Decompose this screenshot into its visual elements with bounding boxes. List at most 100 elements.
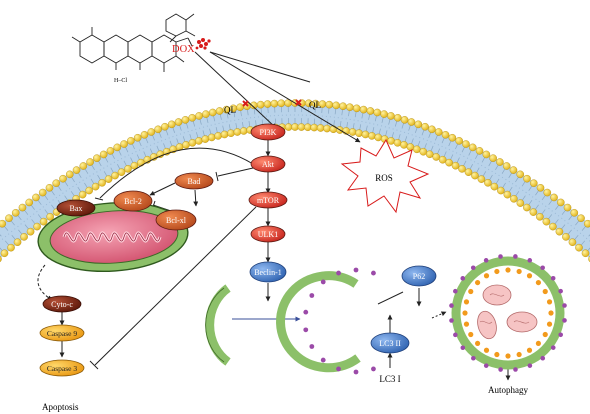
- lc3-dot: [336, 270, 341, 276]
- lipid-head: [120, 140, 128, 148]
- autophagy-label: Autophagy: [488, 385, 528, 395]
- lipid-head: [86, 158, 94, 166]
- lipid-head: [352, 104, 361, 113]
- lc3-dot: [550, 345, 556, 350]
- lipid-head: [529, 179, 538, 188]
- lipid-head: [270, 99, 279, 108]
- pi3k-node: PI3K: [250, 123, 286, 141]
- lipid-head: [510, 194, 518, 203]
- svg-text:ULK1: ULK1: [258, 230, 278, 239]
- lipid-head: [562, 233, 570, 241]
- lipid-head: [348, 128, 357, 136]
- lipid-head: [117, 168, 126, 176]
- svg-text:P62: P62: [413, 272, 425, 281]
- lipid-head: [359, 105, 368, 114]
- lc3-dot: [562, 318, 567, 323]
- svg-text:Akt: Akt: [262, 160, 275, 169]
- lipid-head: [215, 107, 224, 115]
- lipid-head: [154, 125, 162, 134]
- lipid-head: [325, 100, 334, 109]
- lysosome-dot: [505, 353, 511, 359]
- lc3-dot: [309, 344, 315, 349]
- lipid-head: [104, 175, 113, 183]
- lipid-head: [26, 227, 35, 236]
- lipid-head: [329, 125, 338, 134]
- lc3-dot: [353, 267, 359, 273]
- lc3-dot: [550, 275, 556, 281]
- lipid-head: [393, 139, 402, 147]
- lc3-dot: [562, 303, 567, 308]
- lipid-head: [227, 129, 235, 137]
- p62-link-line: [377, 291, 404, 305]
- lipid-head: [523, 174, 531, 183]
- lipid-head: [413, 145, 421, 154]
- lipid-head: [140, 131, 149, 139]
- lc3-dot: [540, 355, 546, 361]
- lc3-dot: [558, 332, 563, 338]
- autophagosome-forming: [276, 267, 376, 375]
- mtor-node: mTOR: [248, 191, 288, 209]
- lysosome-dot: [505, 267, 511, 273]
- lipid-head: [310, 123, 318, 132]
- lipid-head: [556, 198, 565, 207]
- lipid-head: [577, 214, 585, 223]
- lipid-head: [543, 188, 552, 197]
- bcl2-node: Bcl-2: [113, 190, 153, 212]
- dox-label: DOX: [172, 44, 195, 55]
- lipid-head: [387, 137, 395, 145]
- lipid-head: [323, 124, 331, 133]
- lysosome-dot: [516, 351, 522, 358]
- lysosome-dot: [535, 340, 542, 347]
- lipid-head: [509, 166, 518, 174]
- lipid-head: [496, 158, 504, 166]
- lipid-head: [85, 186, 93, 195]
- lipid-head: [188, 114, 197, 122]
- akt-node: Akt: [250, 155, 286, 173]
- lc3-dot: [309, 293, 315, 298]
- svg-text:mTOR: mTOR: [257, 196, 280, 205]
- lipid-head: [45, 184, 54, 192]
- lipid-head: [38, 188, 47, 197]
- lipid-head: [188, 139, 197, 147]
- lipid-head: [284, 123, 293, 131]
- lipid-head: [471, 171, 479, 180]
- lipid-head: [406, 143, 415, 151]
- lipid-head: [0, 249, 9, 258]
- dox-molecule-structure: [71, 13, 196, 72]
- lc3-dot: [303, 309, 309, 315]
- ql-inhibit-ros: QL: [295, 99, 321, 110]
- lc3-dot: [336, 366, 341, 372]
- lipid-head: [0, 219, 7, 228]
- lc3-dot: [498, 367, 503, 372]
- bclxl-node: Bcl-xl: [155, 209, 197, 231]
- lipid-head: [207, 133, 216, 142]
- lipid-head: [201, 135, 210, 143]
- lc3-dot: [483, 258, 489, 263]
- lipid-head: [445, 158, 453, 167]
- lipid-head: [0, 255, 2, 263]
- lc3-dot: [320, 279, 326, 285]
- lipid-head: [568, 238, 577, 247]
- lipid-head: [91, 182, 100, 191]
- lipid-head: [536, 213, 544, 221]
- lipid-head: [361, 130, 370, 139]
- lipid-head: [297, 123, 306, 131]
- lc3-dot: [453, 332, 458, 338]
- phagophore: [205, 284, 231, 366]
- lipid-head: [72, 166, 81, 174]
- lipid-head: [475, 147, 484, 155]
- lysosome-dot: [474, 279, 481, 286]
- svg-text:QL: QL: [309, 100, 321, 110]
- lipid-head: [33, 222, 41, 231]
- lysosome-dot: [542, 331, 548, 338]
- lipid-head: [503, 190, 512, 199]
- p62-node: P62: [401, 265, 437, 287]
- lipid-head: [490, 182, 499, 191]
- lipid-head: [502, 162, 511, 170]
- lc3-dot: [453, 288, 458, 294]
- lc3-dot: [558, 288, 563, 294]
- lipid-head: [99, 150, 108, 159]
- ros-burst: [340, 138, 430, 214]
- lipid-head: [581, 249, 590, 258]
- lysosome-dot: [542, 288, 548, 295]
